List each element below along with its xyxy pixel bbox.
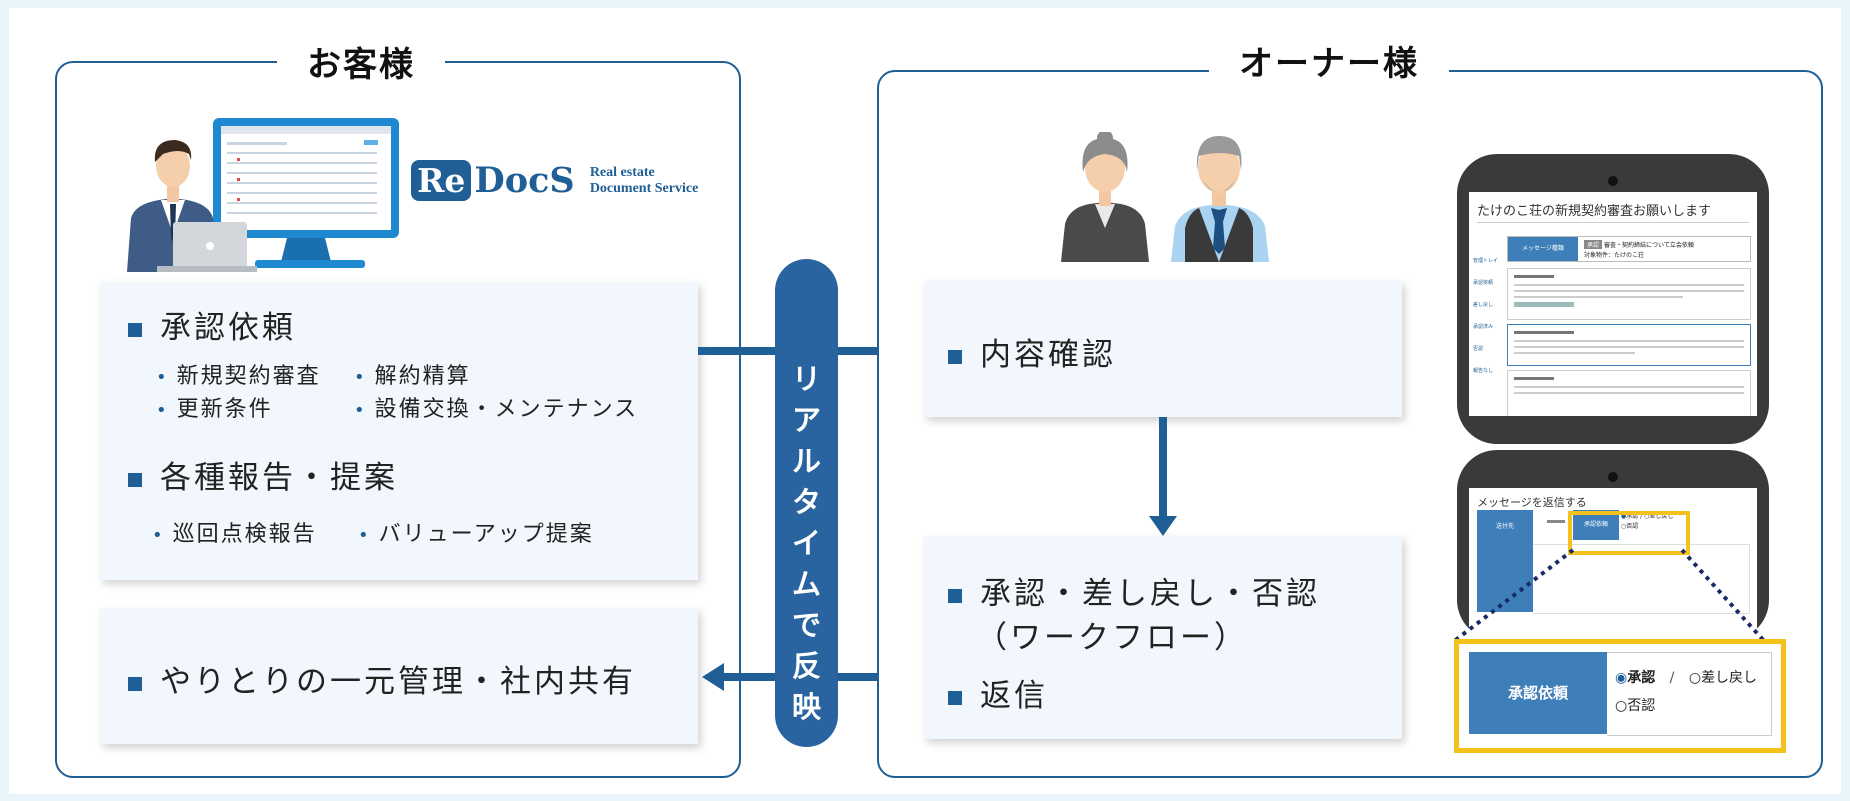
realtime-char: ル [791,444,821,478]
connector-line [838,347,888,355]
logo-re-mark: Re [411,160,472,201]
phone1-sidebar-item[interactable]: 管理トレイ [1473,258,1499,264]
logo-tagline-1: Real estate [589,164,655,180]
phone1-title: たけのこ荘の新規契約審査お願いします [1477,204,1712,219]
bullet-item: •更新条件 [156,397,273,422]
centralize-heading: やりとりの一元管理・社内共有 [128,656,636,701]
realtime-char: で [791,608,821,642]
confirm-heading: 内容確認 [948,329,1116,374]
centralize-card: やりとりの一元管理・社内共有 [100,608,698,744]
decision-heading: 承認・差し戻し・否認 [948,568,1320,613]
customer-title: お客様 [277,37,445,86]
phone1-sidebar-item[interactable]: 否認 [1473,346,1484,352]
phone-reply-screen: メッセージを返信する 送付先 承認依頼 ●承認 / ○差し戻し ○否認 [1457,450,1769,640]
connector-line [698,347,775,355]
zoomed-approval-panel: 承認依頼 ◉承認 / ○差し戻し ○否認 [1454,639,1786,753]
bullet-item: •新規契約審査 [156,364,321,389]
phone-approval-screen: たけのこ荘の新規契約審査お願いします メッセージ種類 承認 審査・契約締結につい… [1457,154,1769,444]
zoom-connector-lines [1451,548,1767,644]
realtime-char: ム [791,567,821,601]
highlight-box [1568,511,1690,555]
radio-approve[interactable]: ◉ [1615,670,1628,686]
square-bullet-icon [128,472,142,487]
phone1-header-label: メッセージ種類 [1508,237,1578,261]
phone2-options: ●承認 / ○差し戻し ○否認 [1621,513,1674,530]
square-bullet-icon [948,588,962,603]
logo-tagline-2: Document Service [589,180,699,196]
square-bullet-icon [948,349,962,364]
square-bullet-icon [128,322,142,337]
approval-request-card: 承認依頼 •新規契約審査 •解約精算 •更新条件 •設備交換・メンテナンス 各種… [100,282,698,580]
zoom-options: ◉承認 / ○差し戻し ○否認 [1615,670,1758,714]
arrow-left-icon [702,663,724,691]
realtime-char: リ [791,362,821,396]
connector-line [724,673,775,681]
phone2-approval-label: 承認依頼 [1573,510,1619,540]
square-bullet-icon [948,690,962,705]
realtime-char: 反 [791,649,821,683]
realtime-sync-label: リアルタイムで反映 [775,359,838,728]
confirm-card: 内容確認 [924,281,1402,417]
phone1-header-badge: 承認 [1584,240,1603,249]
phone1-sidebar-item[interactable]: 差し戻し [1473,302,1494,308]
realtime-sync-pill: リアルタイムで反映 [775,259,838,747]
phone1-sidebar-item[interactable]: 承認依頼 [1473,280,1494,286]
bullet-item: •バリューアップ提案 [358,522,594,547]
phone1-message [1507,370,1751,416]
realtime-char: タ [791,485,821,519]
approval-request-heading: 承認依頼 [128,302,296,347]
camera-icon [1608,176,1618,186]
reports-heading: 各種報告・提案 [128,452,398,497]
decision-card: 承認・差し戻し・否認 （ワークフロー） 返信 [924,536,1402,739]
workflow-subheading: （ワークフロー） [976,620,1248,656]
phone2-title: メッセージを返信する [1477,496,1587,509]
phone1-sidebar: 管理トレイ承認依頼差し戻し承認済み否認報告なし [1473,250,1501,382]
businessman-computer-illustration [127,118,399,272]
phone1-message [1507,324,1751,366]
bullet-item: •解約精算 [354,364,471,389]
zoom-approval-label: 承認依頼 [1469,652,1607,734]
camera-icon [1608,472,1618,482]
phone1-message [1507,268,1751,320]
radio-return[interactable]: ○ [1688,670,1702,686]
bullet-item: •設備交換・メンテナンス [354,397,639,422]
phone2-sender-label: 送付先 [1477,510,1533,544]
realtime-char: 映 [791,690,821,724]
phone1-header-sub: 対象物件：たけのこ荘 [1584,252,1645,259]
connector-line [1159,417,1167,518]
realtime-char: イ [791,526,821,560]
bullet-item: •巡回点検報告 [152,522,317,547]
phone1-sidebar-item[interactable]: 報告なし [1473,368,1494,374]
phone1-sidebar-item[interactable]: 承認済み [1473,324,1494,330]
owners-illustration [1061,132,1269,262]
phone1-header-text: 審査・契約締結について立会依頼 [1604,242,1694,249]
radio-reject[interactable]: ○ [1615,698,1628,714]
logo-docs-text: DocS [474,160,575,201]
arrow-down-icon [1149,516,1177,536]
reply-heading: 返信 [948,670,1048,715]
realtime-char: ア [791,403,821,437]
square-bullet-icon [128,676,142,691]
owner-title: オーナー様 [1209,36,1449,85]
